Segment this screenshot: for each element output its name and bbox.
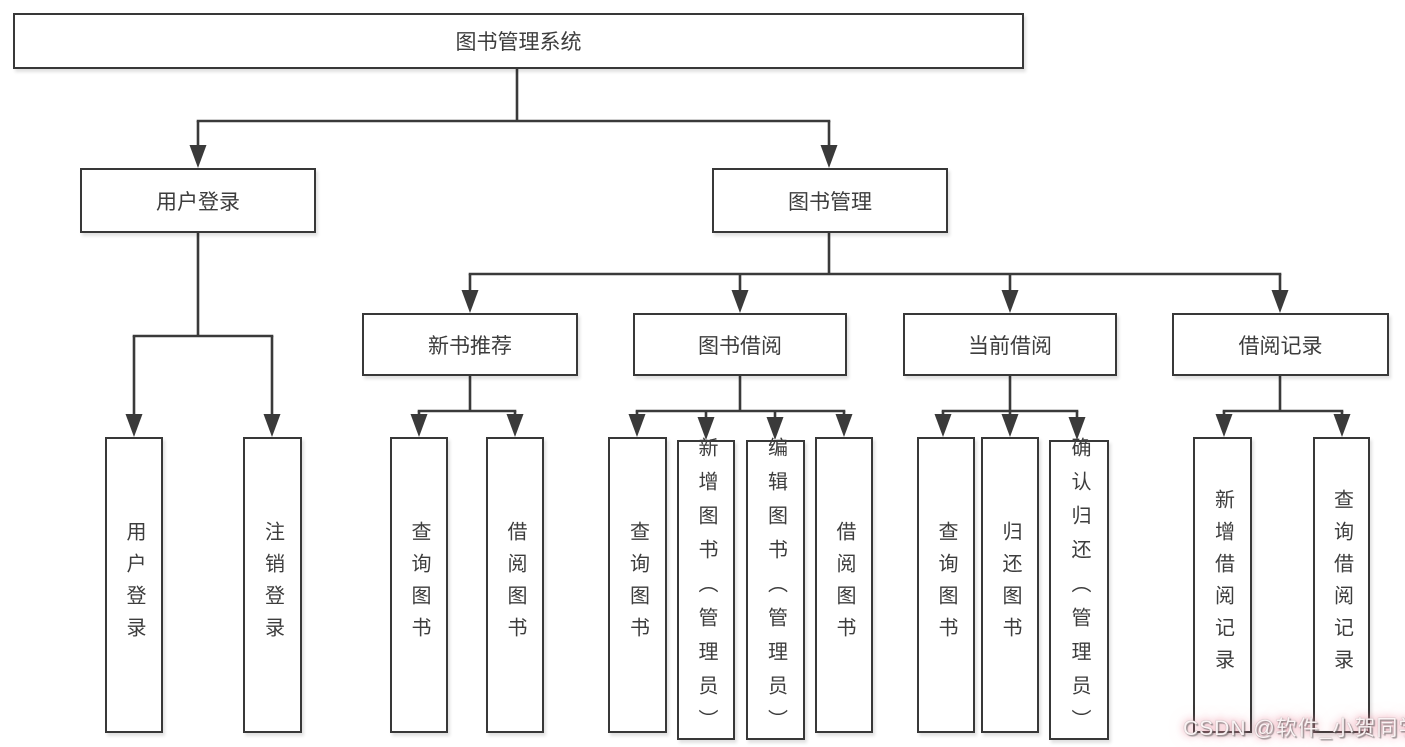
node-label: 当前借阅 (968, 334, 1052, 358)
csdn-watermark: CSDN @软件_小贺同学 (1183, 717, 1405, 740)
node-label: 用户登录 (123, 521, 145, 649)
leaf-records-add-record: 新增借阅记录 (1193, 437, 1252, 733)
node-label: 确认归还（管理员） (1068, 437, 1090, 743)
leaf-borrowing-add-books-admin: 新增图书（管理员） (677, 437, 735, 743)
leaf-borrowing-borrow-books: 借阅图书 (815, 437, 873, 733)
node-label: 借阅图书 (504, 521, 526, 649)
node-borrowing-records: 借阅记录 (1172, 313, 1389, 376)
node-label: 图书管理 (788, 190, 872, 214)
node-label: 归还图书 (999, 521, 1021, 649)
node-current-borrowing: 当前借阅 (903, 313, 1117, 376)
node-user-login: 用户登录 (80, 168, 316, 233)
leaf-current-confirm-return-admin: 确认归还（管理员） (1049, 437, 1109, 743)
node-label: 借阅记录 (1238, 334, 1323, 358)
node-label: 查询借阅记录 (1330, 489, 1353, 681)
node-label: 查询图书 (626, 521, 649, 649)
node-root: 图书管理系统 (13, 13, 1024, 69)
node-book-borrowing: 图书借阅 (633, 313, 847, 376)
leaf-borrowing-edit-books-admin: 编辑图书（管理员） (746, 437, 805, 743)
node-label: 用户登录 (156, 190, 240, 214)
node-label: 查询图书 (408, 521, 430, 649)
leaf-user-login: 用户登录 (105, 437, 163, 733)
node-label: 图书管理系统 (455, 31, 582, 54)
leaf-borrowing-query-books: 查询图书 (608, 437, 667, 733)
node-label: 新增图书（管理员） (695, 437, 717, 743)
node-new-book-recommendation: 新书推荐 (362, 313, 578, 376)
leaf-recommend-borrow-books: 借阅图书 (486, 437, 544, 733)
node-label: 借阅图书 (833, 521, 855, 649)
node-label: 新书推荐 (428, 334, 512, 358)
leaf-current-return-books: 归还图书 (981, 437, 1039, 733)
leaf-records-query-record: 查询借阅记录 (1313, 437, 1370, 733)
node-label: 图书借阅 (698, 334, 782, 358)
node-label: 编辑图书（管理员） (764, 437, 787, 743)
leaf-recommend-query-books: 查询图书 (390, 437, 448, 733)
node-label: 新增借阅记录 (1211, 489, 1234, 681)
node-label: 注销登录 (261, 521, 284, 649)
node-book-management: 图书管理 (712, 168, 948, 233)
node-label: 查询图书 (935, 521, 957, 649)
leaf-current-query-books: 查询图书 (917, 437, 975, 733)
leaf-logout: 注销登录 (243, 437, 302, 733)
